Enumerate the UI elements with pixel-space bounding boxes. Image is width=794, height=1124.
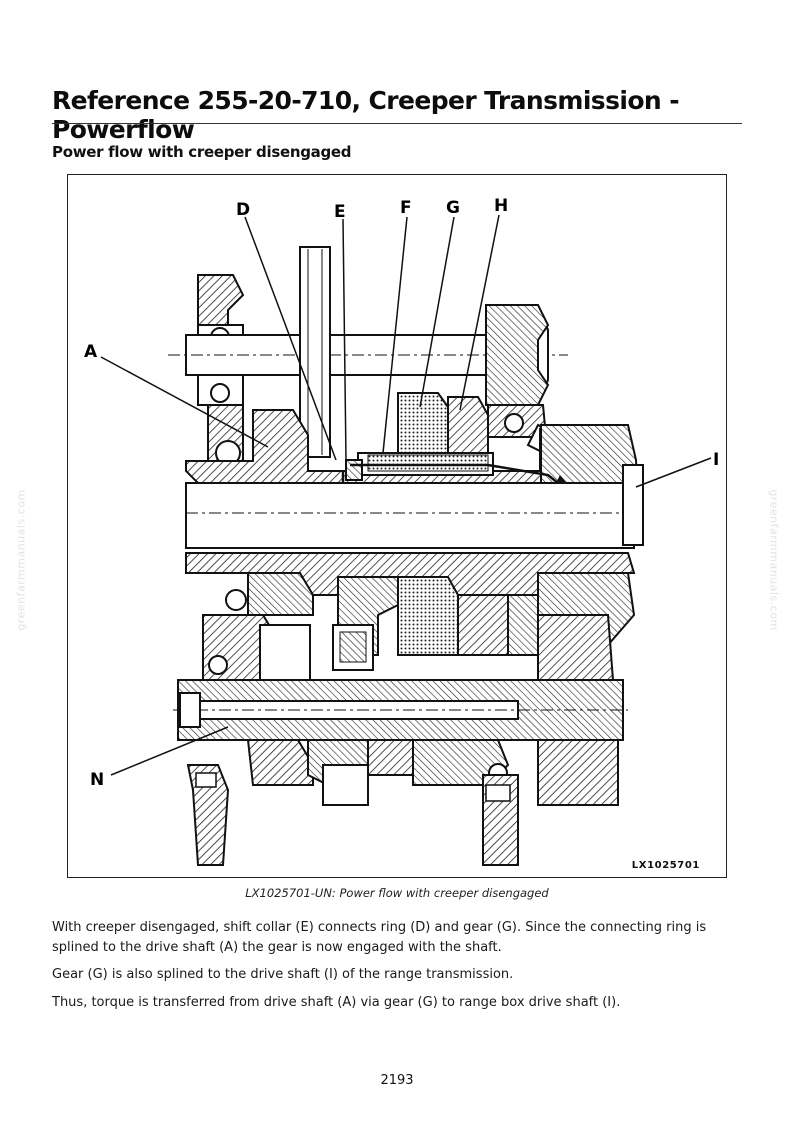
paragraph-2: Gear (G) is also splined to the drive sh… [52, 967, 514, 982]
title-divider [52, 123, 742, 124]
watermark-left: greenfarmmanuals.com [14, 489, 28, 631]
label-g: G [446, 198, 460, 218]
lower-left-housing [202, 614, 615, 681]
lower-levers [186, 764, 519, 866]
lower-bearings [246, 739, 619, 806]
label-n: N [90, 770, 104, 790]
label-e: E [334, 202, 346, 222]
paragraph-1: With creeper disengaged, shift collar (E… [52, 920, 707, 955]
lower-gears [332, 576, 539, 671]
paragraph-3: Thus, torque is transferred from drive s… [52, 995, 621, 1010]
figure-caption: LX1025701-UN: Power flow with creeper di… [245, 886, 549, 900]
transmission-diagram: D E F G H A I N LX1025701 [67, 174, 727, 878]
figure-code: LX1025701 [631, 860, 700, 871]
section-subtitle: Power flow with creeper disengaged [52, 143, 352, 161]
label-f: F [400, 198, 412, 218]
label-i: I [713, 450, 719, 470]
tall-gear-disc [299, 246, 331, 458]
input-shaft-n [173, 679, 628, 741]
label-h: H [494, 196, 508, 216]
page-number: 2193 [380, 1073, 414, 1088]
page-title: Reference 255-20-710, Creeper Transmissi… [52, 86, 680, 144]
label-a: A [84, 342, 98, 362]
output-shaft-i [185, 464, 644, 549]
watermark-right: greenfarmmanuals.com [767, 489, 781, 631]
diagram-drawing: D E F G H A I N [84, 196, 719, 866]
upper-left-housing [197, 274, 245, 486]
leader-lines [100, 214, 712, 776]
label-d: D [236, 200, 250, 220]
shift-collar-upper [345, 452, 494, 481]
